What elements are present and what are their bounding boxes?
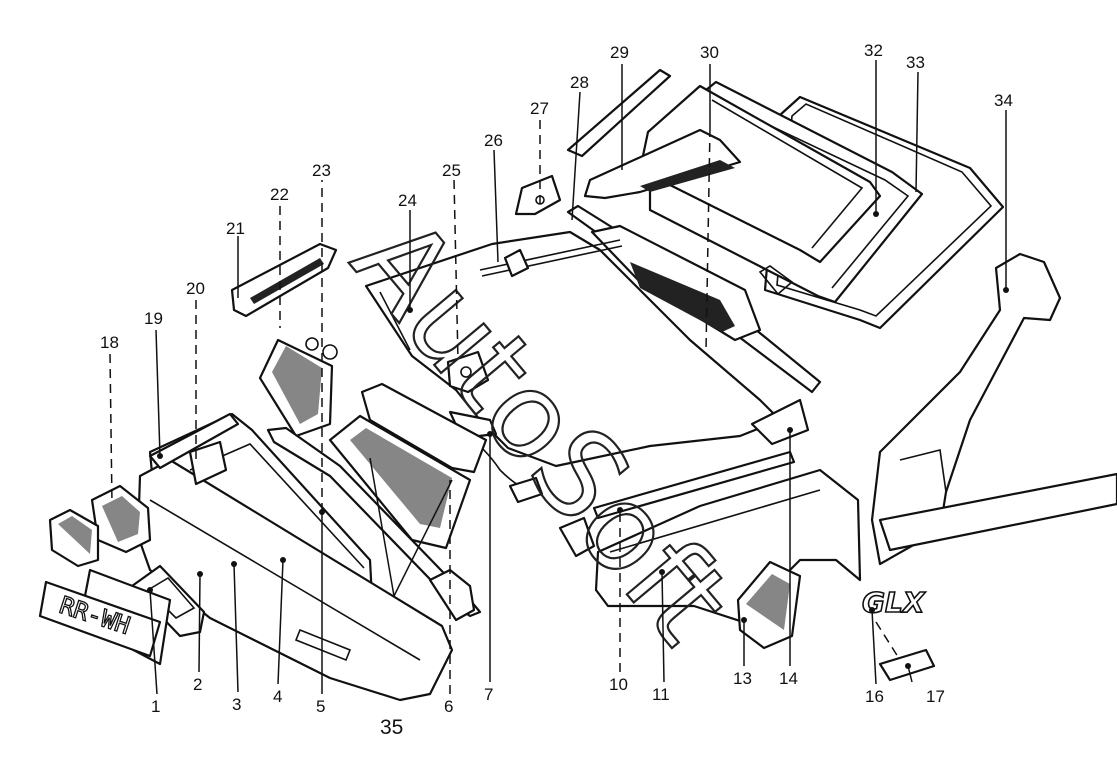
part-6-lower-panel: [428, 568, 476, 622]
callout-28: 28: [570, 73, 589, 92]
part-13-splash-guard: [736, 560, 802, 650]
callout-2: 2: [193, 675, 202, 694]
callout-30: 30: [700, 43, 719, 62]
callout-22: 22: [270, 185, 289, 204]
part-27-hood-hinge: [514, 174, 562, 216]
callout-29: 29: [610, 43, 629, 62]
callout-21: 21: [226, 219, 245, 238]
callout-32: 32: [864, 41, 883, 60]
part-22-headlamp: [258, 337, 338, 438]
callout-33: 33: [906, 53, 925, 72]
part-10-fender-strip: [592, 450, 796, 520]
callout-18: 18: [100, 333, 119, 352]
callout-16: 16: [865, 687, 884, 706]
part-19-bumper-end: [148, 412, 240, 486]
leader-lines: [109, 60, 1007, 695]
callout-10: 10: [609, 675, 628, 694]
callout-20: 20: [186, 279, 205, 298]
callout-numbers: 1 2 3 4 5 6 7 10 11 13 14 16 17 18 19 20…: [100, 41, 1013, 739]
part-14-fender-bracket: [750, 398, 810, 446]
callout-4: 4: [273, 687, 282, 706]
callout-5: 5: [316, 697, 325, 716]
callout-11: 11: [652, 685, 670, 704]
part-18-fog-lamp: [48, 484, 152, 568]
leader-dots: [147, 211, 1009, 669]
callout-14: 14: [779, 669, 798, 688]
part-34-a-pillar: [870, 252, 1117, 566]
callout-26: 26: [484, 131, 503, 150]
callout-19: 19: [144, 309, 163, 328]
part-25-hood-lock: [446, 350, 490, 394]
part-fender-mount: [558, 516, 596, 558]
callout-23: 23: [312, 161, 331, 180]
part-21-headlamp-bracket: [230, 242, 338, 318]
part-5-bumper-reinforcement: [266, 426, 482, 618]
callout-7: 7: [484, 685, 493, 704]
callout-35: 35: [380, 716, 403, 739]
callout-1: 1: [151, 697, 160, 716]
callout-17: 17: [926, 687, 945, 706]
callout-6: 6: [444, 697, 453, 716]
part-29-roof-trim: [566, 68, 742, 200]
part-26-hood-stay: [479, 239, 623, 278]
callout-24: 24: [398, 191, 417, 210]
callout-34: 34: [994, 91, 1013, 110]
callout-3: 3: [232, 695, 241, 714]
part-4-front-bumper: [136, 458, 454, 702]
callout-13: 13: [733, 669, 752, 688]
callout-25: 25: [442, 161, 461, 180]
callout-27: 27: [530, 99, 549, 118]
